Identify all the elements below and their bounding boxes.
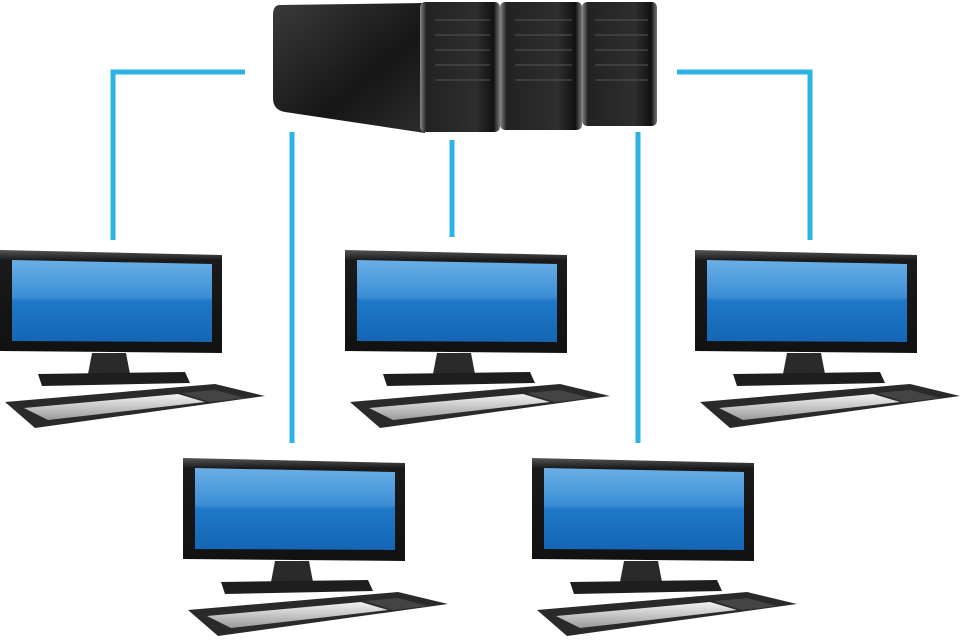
computer-5-icon <box>532 458 797 636</box>
computer-2-icon <box>345 250 610 428</box>
link-computer-1 <box>110 69 245 240</box>
computer-3-icon <box>695 250 960 428</box>
link-computer-3 <box>677 69 813 240</box>
server-icon <box>273 2 657 133</box>
connection-lines <box>110 69 813 443</box>
computer-4-icon <box>183 458 448 636</box>
computer-1-icon <box>0 250 265 428</box>
